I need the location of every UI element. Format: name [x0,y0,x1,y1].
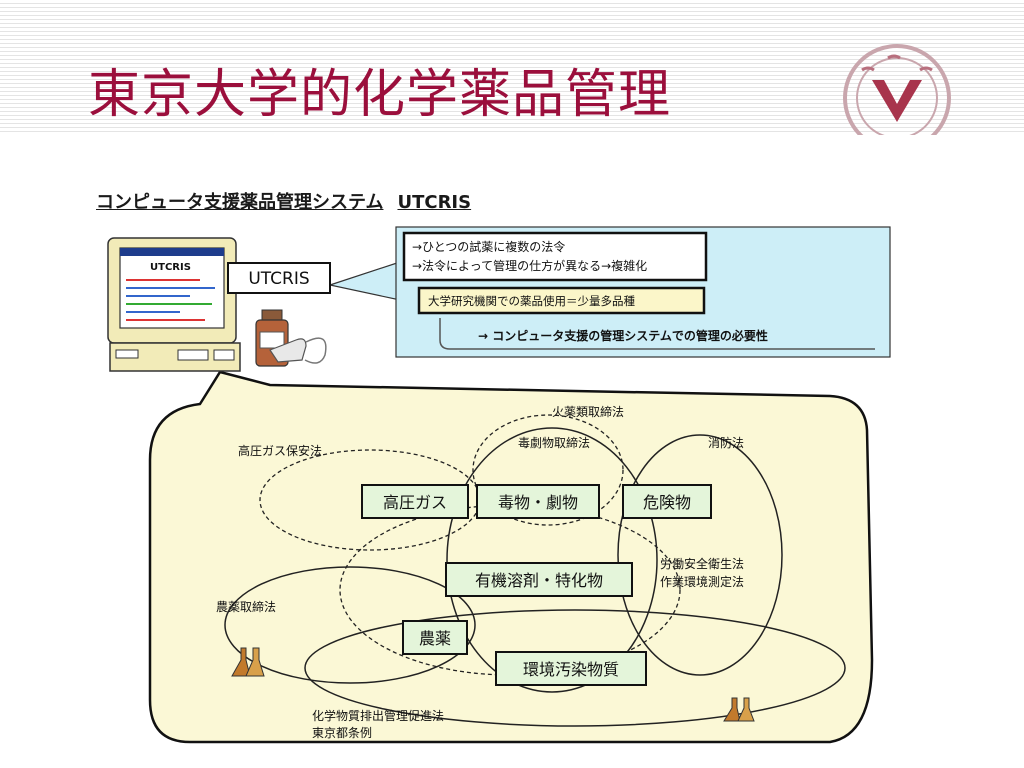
category-koatsu-gas-box [361,484,469,519]
law-kayaku: 火薬類取締法 [552,404,624,419]
conclusion-bracket [439,318,875,350]
category-dokugeki-box [476,484,600,519]
law-shobo: 消防法 [708,435,744,450]
page-title: 東京大学的化学薬品管理 [88,65,672,125]
category-noyaku-box [402,620,468,655]
flask-icon [723,697,755,722]
flask-icon [231,647,265,677]
notes-pointer [327,261,401,301]
university-seal-icon [843,44,951,135]
usage-text: 大学研究機関での薬品使用＝少量多品種 [428,294,635,308]
conclusion-text: → コンピュータ支援の管理システムでの管理の必要性 [478,328,768,343]
utcris-label-box [227,262,331,294]
law-rodo-1: 労働安全衛生法 [660,556,744,571]
barcode-scanner-icon [269,337,327,364]
category-kiken: 危険物 [643,493,691,512]
law-prtr-2: 東京都条例 [312,726,372,740]
category-yuki-box [445,562,633,597]
system-heading: コンピュータ支援薬品管理システム UTCRIS [96,188,471,214]
category-koatsu-gas: 高圧ガス [383,493,447,512]
law-dokugeki: 毒劇物取締法 [518,435,590,450]
category-kiken-box [622,484,712,519]
dokugeki-scope [446,427,658,693]
notes-line-1: →ひとつの試薬に複数の法令 [412,239,565,254]
prtr-scope [304,609,846,727]
kayaku-scope [472,414,624,526]
category-noyaku: 農薬 [419,629,451,648]
notes-law-box [402,231,708,282]
law-cloud [148,370,874,744]
system-heading-text: コンピュータ支援薬品管理システム [96,192,384,213]
computer-icon: UTCRIS [107,237,241,372]
notes-line-2: →法令によって管理の仕方が異なる→複雑化 [412,258,647,273]
category-kankyo-box [495,651,647,686]
category-yuki: 有機溶剤・特化物 [475,571,603,590]
screen-logo: UTCRIS [150,262,191,273]
category-kankyo: 環境汚染物質 [523,660,619,679]
utcris-label: UTCRIS [248,269,309,289]
usage-box [417,286,706,315]
law-koatsu: 高圧ガス保安法 [238,443,322,458]
category-dokugeki: 毒物・劇物 [498,493,578,512]
law-rodo-2: 作業環境測定法 [660,574,744,589]
shobo-scope [617,434,783,676]
system-heading-name: UTCRIS [397,192,472,213]
law-prtr-1: 化学物質排出管理促進法 [312,708,444,723]
noyaku-scope [224,566,476,684]
law-noyaku: 農薬取締法 [216,599,276,614]
